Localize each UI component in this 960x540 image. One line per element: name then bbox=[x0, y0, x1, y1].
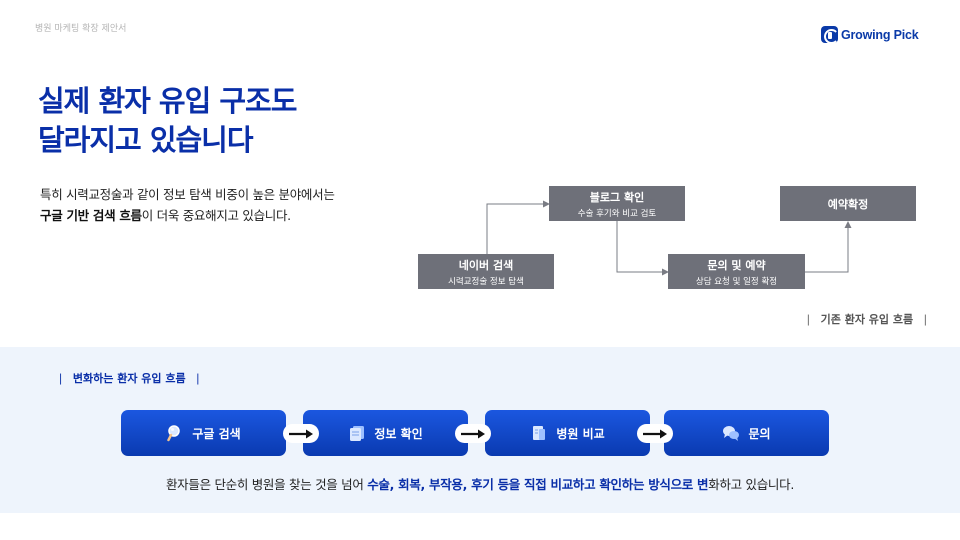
arrow-step-2-to-3 bbox=[455, 424, 491, 443]
summary-text: 환자들은 단순히 병원을 찾는 것을 넘어 수술, 회복, 부작용, 후기 등을… bbox=[0, 474, 960, 493]
description-emphasis: 구글 기반 검색 흐름 bbox=[40, 208, 142, 223]
step-hospital-compare: 병원 비교 bbox=[485, 410, 650, 456]
legacy-flow-diagram: 네이버 검색 시력교정술 정보 탐색 블로그 확인 수술 후기와 비교 검토 문… bbox=[418, 186, 916, 289]
summary-part-1: 환자들은 단순히 병원을 찾는 것을 넘어 bbox=[165, 477, 368, 492]
node-booking-confirmed: 예약확정 bbox=[780, 186, 916, 221]
page-title: 실제 환자 유입 구조도 달라지고 있습니다 bbox=[38, 82, 297, 160]
node-blog-check: 블로그 확인 수술 후기와 비교 검토 bbox=[549, 186, 685, 221]
document-stack-icon bbox=[350, 426, 365, 441]
node-subtitle: 시력교정술 정보 탐색 bbox=[448, 276, 524, 287]
description-rest: 이 더욱 중요해지고 있습니다. bbox=[141, 208, 291, 223]
summary-highlight: 수술, 회복, 부작용, 후기 등을 직접 비교하고 확인하는 방식으로 변 bbox=[367, 477, 709, 492]
node-inquiry-booking: 문의 및 예약 상담 요청 및 일정 확정 bbox=[668, 254, 805, 289]
node-naver-search: 네이버 검색 시력교정술 정보 탐색 bbox=[418, 254, 554, 289]
node-title: 네이버 검색 bbox=[458, 258, 514, 272]
flow-connectors bbox=[486, 200, 852, 276]
arrow-step-1-to-2 bbox=[283, 424, 319, 443]
growing-pick-logo: Growing Pick bbox=[821, 26, 919, 44]
step-google-search: 구글 검색 bbox=[121, 410, 286, 456]
summary-part-2: 화하고 있습니다. bbox=[708, 477, 794, 492]
step-label: 병원 비교 bbox=[556, 426, 605, 441]
connector-blog-to-inquiry bbox=[616, 221, 669, 276]
logo-mark-icon bbox=[821, 26, 839, 44]
step-label: 정보 확인 bbox=[374, 426, 423, 441]
connector-inquiry-to-booking bbox=[805, 221, 852, 273]
new-flow-label-text: 변화하는 환자 유입 흐름 bbox=[72, 372, 186, 385]
node-title: 예약확정 bbox=[827, 197, 869, 211]
node-title: 블로그 확인 bbox=[589, 190, 645, 204]
logo-text: Growing Pick bbox=[841, 27, 919, 42]
document-label: 병원 마케팅 확장 제안서 bbox=[35, 24, 127, 34]
legacy-flow-label: ❘ 기존 환자 유입 흐름 ❘ bbox=[803, 313, 930, 326]
title-line-2: 달라지고 있습니다 bbox=[38, 123, 254, 157]
right-arrow-icon bbox=[289, 429, 313, 438]
right-arrow-icon bbox=[461, 429, 485, 438]
node-title: 문의 및 예약 bbox=[707, 258, 766, 272]
node-subtitle: 수술 후기와 비교 검토 bbox=[577, 208, 657, 219]
chat-bubble-icon bbox=[723, 426, 740, 441]
step-inquiry: 문의 bbox=[664, 410, 829, 456]
legacy-flow-label-text: 기존 환자 유입 흐름 bbox=[820, 313, 914, 326]
connector-naver-to-blog bbox=[486, 200, 550, 254]
right-arrow-icon bbox=[643, 429, 667, 438]
node-subtitle: 상담 요청 및 일정 확정 bbox=[695, 276, 778, 287]
step-info-check: 정보 확인 bbox=[303, 410, 468, 456]
description: 특히 시력교정술과 같이 정보 탐색 비중이 높은 분야에서는 구글 기반 검색… bbox=[40, 184, 335, 226]
step-label: 구글 검색 bbox=[192, 426, 241, 441]
new-flow-label: ❘ 변화하는 환자 유입 흐름 ❘ bbox=[56, 372, 203, 385]
compare-document-icon bbox=[533, 426, 546, 440]
step-label: 문의 bbox=[748, 426, 771, 441]
description-line-1: 특히 시력교정술과 같이 정보 탐색 비중이 높은 분야에서는 bbox=[40, 187, 335, 202]
title-line-1: 실제 환자 유입 구조도 bbox=[38, 84, 297, 118]
arrow-step-3-to-4 bbox=[637, 424, 673, 443]
magnifier-icon bbox=[167, 425, 181, 442]
description-line-2: 구글 기반 검색 흐름이 더욱 중요해지고 있습니다. bbox=[40, 205, 335, 226]
